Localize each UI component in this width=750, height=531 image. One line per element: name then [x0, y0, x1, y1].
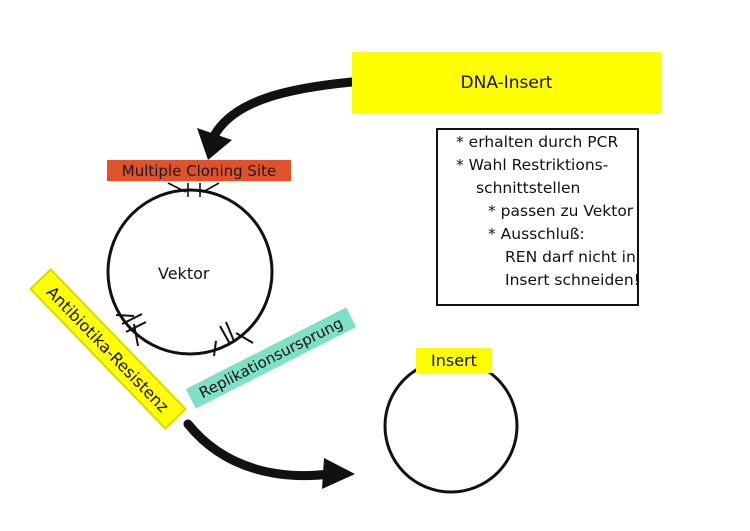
arrow-insert-to-mcs: [207, 77, 357, 145]
mcs-label: Multiple Cloning Site: [121, 161, 277, 180]
arrowhead-insert-to-mcs: [197, 128, 232, 160]
replikation-cut-marks: [213, 321, 254, 357]
antibiotika-cut-marks: [115, 313, 147, 347]
note-line-6: REN darf nicht in: [505, 248, 636, 266]
note-line-7: Insert schneiden!: [505, 271, 640, 289]
insert-label: Insert: [431, 351, 477, 370]
note-line-1: * erhalten durch PCR: [456, 133, 619, 151]
insert-circle: [383, 358, 519, 494]
arrow-vector-to-insert: [183, 419, 335, 481]
notes-box: * erhalten durch PCR * Wahl Restriktions…: [436, 128, 640, 306]
mcs-cut-marks: [167, 182, 220, 197]
dna-insert-box: DNA-Insert: [352, 52, 661, 113]
note-line-3: schnittstellen: [476, 179, 581, 197]
note-line-4: * passen zu Vektor: [488, 202, 634, 220]
mcs-box: Multiple Cloning Site: [107, 160, 291, 181]
vector-circle: [106, 188, 274, 356]
dna-insert-label: DNA-Insert: [460, 72, 553, 93]
vektor-label: Vektor: [158, 264, 210, 283]
arrowhead-vector-to-insert: [322, 458, 355, 489]
note-line-5: * Ausschluß:: [488, 225, 585, 243]
insert-box: Insert: [416, 348, 492, 373]
note-line-2: * Wahl Restriktions-: [456, 156, 609, 174]
